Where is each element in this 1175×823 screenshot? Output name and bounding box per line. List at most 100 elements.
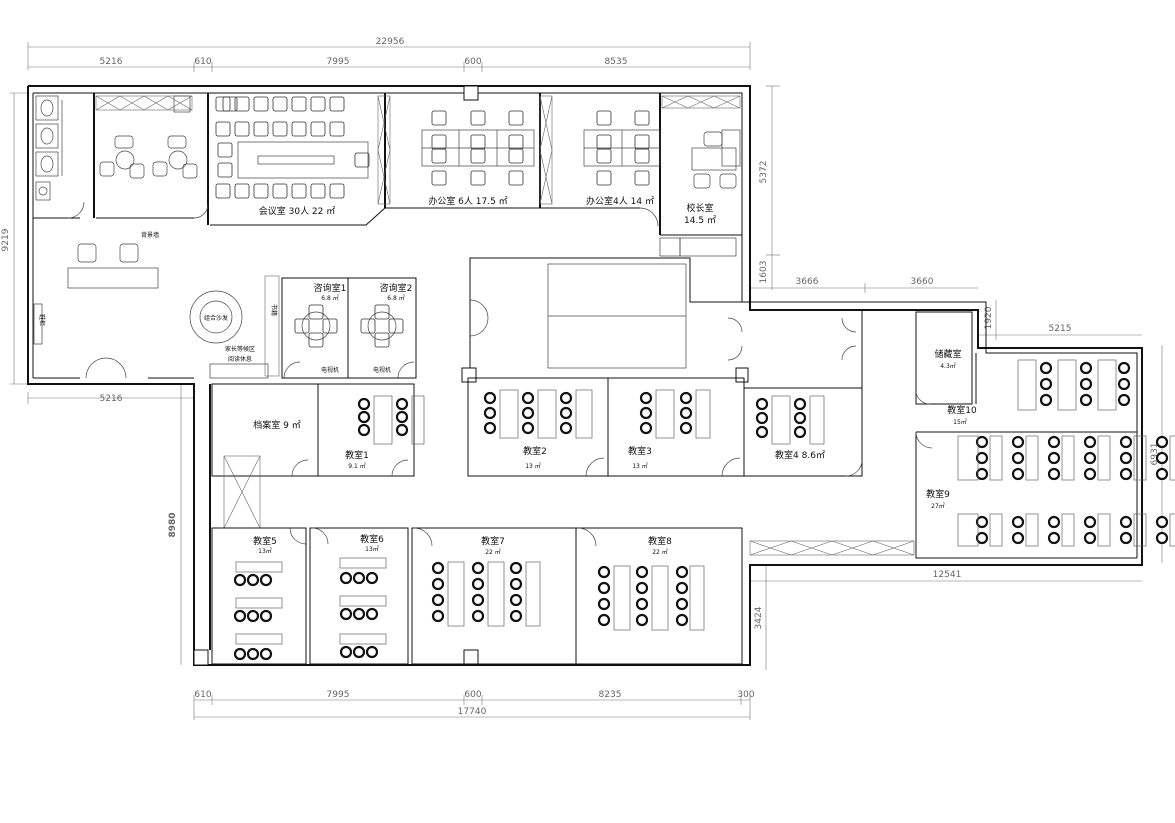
student-chair	[755, 411, 769, 425]
student-chair	[639, 406, 653, 420]
consult-1-area: 6.8 ㎡	[321, 294, 338, 302]
student-chair	[521, 421, 535, 435]
student-chair	[755, 425, 769, 439]
desks	[235, 359, 1175, 645]
consult-2-label: 咨询室2	[380, 282, 413, 294]
desk	[989, 435, 1003, 481]
restroom-fixtures	[35, 95, 63, 201]
class-2-label: 教室2	[523, 445, 547, 457]
student-chair	[431, 561, 445, 575]
office-chair	[470, 148, 486, 164]
student-chair	[339, 571, 353, 585]
student-chair	[1155, 451, 1169, 465]
desk	[339, 557, 387, 569]
office-chair	[596, 148, 612, 164]
sofa-label: 组合沙发	[204, 314, 228, 322]
dim-bottom-2: 7995	[327, 690, 350, 700]
principal-area: 14.5 ㎡	[684, 215, 716, 226]
student-chair	[259, 647, 273, 661]
student-chair	[521, 406, 535, 420]
student-chair	[597, 565, 611, 579]
office-chair	[234, 183, 250, 199]
student-chair	[597, 613, 611, 627]
office-chair	[329, 96, 345, 112]
student-chair	[395, 397, 409, 411]
desk	[1133, 513, 1147, 547]
dim-east-bottom: 12541	[933, 570, 962, 580]
student-chair	[559, 391, 573, 405]
class-6-label: 教室6	[360, 533, 384, 545]
dim-left-total: 9219	[1, 228, 11, 251]
student-chair	[1047, 451, 1061, 465]
desk	[487, 561, 505, 627]
student-chair	[1039, 393, 1053, 407]
office-chair	[308, 304, 324, 320]
student-chair	[431, 609, 445, 623]
class-5-label: 教室5	[253, 535, 277, 547]
reception-desk	[33, 243, 159, 379]
student-chair	[471, 609, 485, 623]
desk	[235, 597, 283, 609]
bottom-dimensions: 610 7995 600 8235 300 17740	[193, 690, 755, 720]
student-chair	[509, 561, 523, 575]
class-8-label: 教室8	[648, 535, 672, 547]
student-chair	[1083, 531, 1097, 545]
office-chair	[354, 152, 370, 168]
student-chair	[233, 609, 247, 623]
student-chair	[352, 607, 366, 621]
student-chair	[635, 565, 649, 579]
student-chair	[975, 435, 989, 449]
office-chair	[215, 121, 231, 137]
office-chair	[215, 183, 231, 199]
desk	[655, 389, 675, 439]
desk	[989, 513, 1003, 547]
office-chair	[374, 304, 390, 320]
dim-top-total: 22956	[376, 37, 405, 47]
desk	[651, 565, 669, 631]
dim-mid-2: 3660	[911, 277, 934, 287]
office-chair	[596, 110, 612, 126]
student-chair	[339, 645, 353, 659]
class-3-area: 13 ㎡	[632, 462, 648, 470]
dim-top-5: 8535	[605, 57, 628, 67]
student-chair	[431, 577, 445, 591]
student-chair	[975, 451, 989, 465]
office-chair	[310, 183, 326, 199]
desk	[1025, 513, 1039, 547]
student-chair	[1083, 467, 1097, 481]
class-2-area: 13 ㎡	[525, 462, 541, 470]
student-chair	[1039, 377, 1053, 391]
office-chair	[215, 96, 231, 112]
desk	[1017, 359, 1037, 411]
bg-wall-label: 背景墙	[141, 231, 159, 239]
dim-bottom-total: 17740	[458, 707, 487, 717]
student-chair	[1011, 531, 1025, 545]
student-chair	[675, 597, 689, 611]
student-chair	[471, 593, 485, 607]
office-chair	[291, 121, 307, 137]
storage-label: 储藏室	[934, 348, 961, 360]
student-chair	[339, 607, 353, 621]
student-chair	[246, 647, 260, 661]
office-chair	[253, 121, 269, 137]
student-chair	[1047, 515, 1061, 529]
desk	[689, 565, 705, 631]
student-chair	[246, 573, 260, 587]
student-chair	[1117, 361, 1131, 375]
class-1-area: 9.1 ㎡	[348, 462, 365, 470]
office-chair	[374, 332, 390, 348]
student-chair	[793, 425, 807, 439]
student-chair	[679, 421, 693, 435]
student-chair	[521, 391, 535, 405]
top-dimensions: 22956 5216 610 7995 600 8535	[27, 37, 751, 72]
office-chair	[234, 96, 250, 112]
desk	[1097, 513, 1111, 547]
desk	[411, 395, 425, 445]
waiting-label: 家长等候区	[225, 345, 255, 353]
office-4-desks	[583, 129, 661, 167]
student-chair	[755, 397, 769, 411]
dim-left-bottom: 5216	[100, 394, 123, 404]
reading-label: 阅读休息	[228, 355, 252, 363]
student-chair	[365, 607, 379, 621]
